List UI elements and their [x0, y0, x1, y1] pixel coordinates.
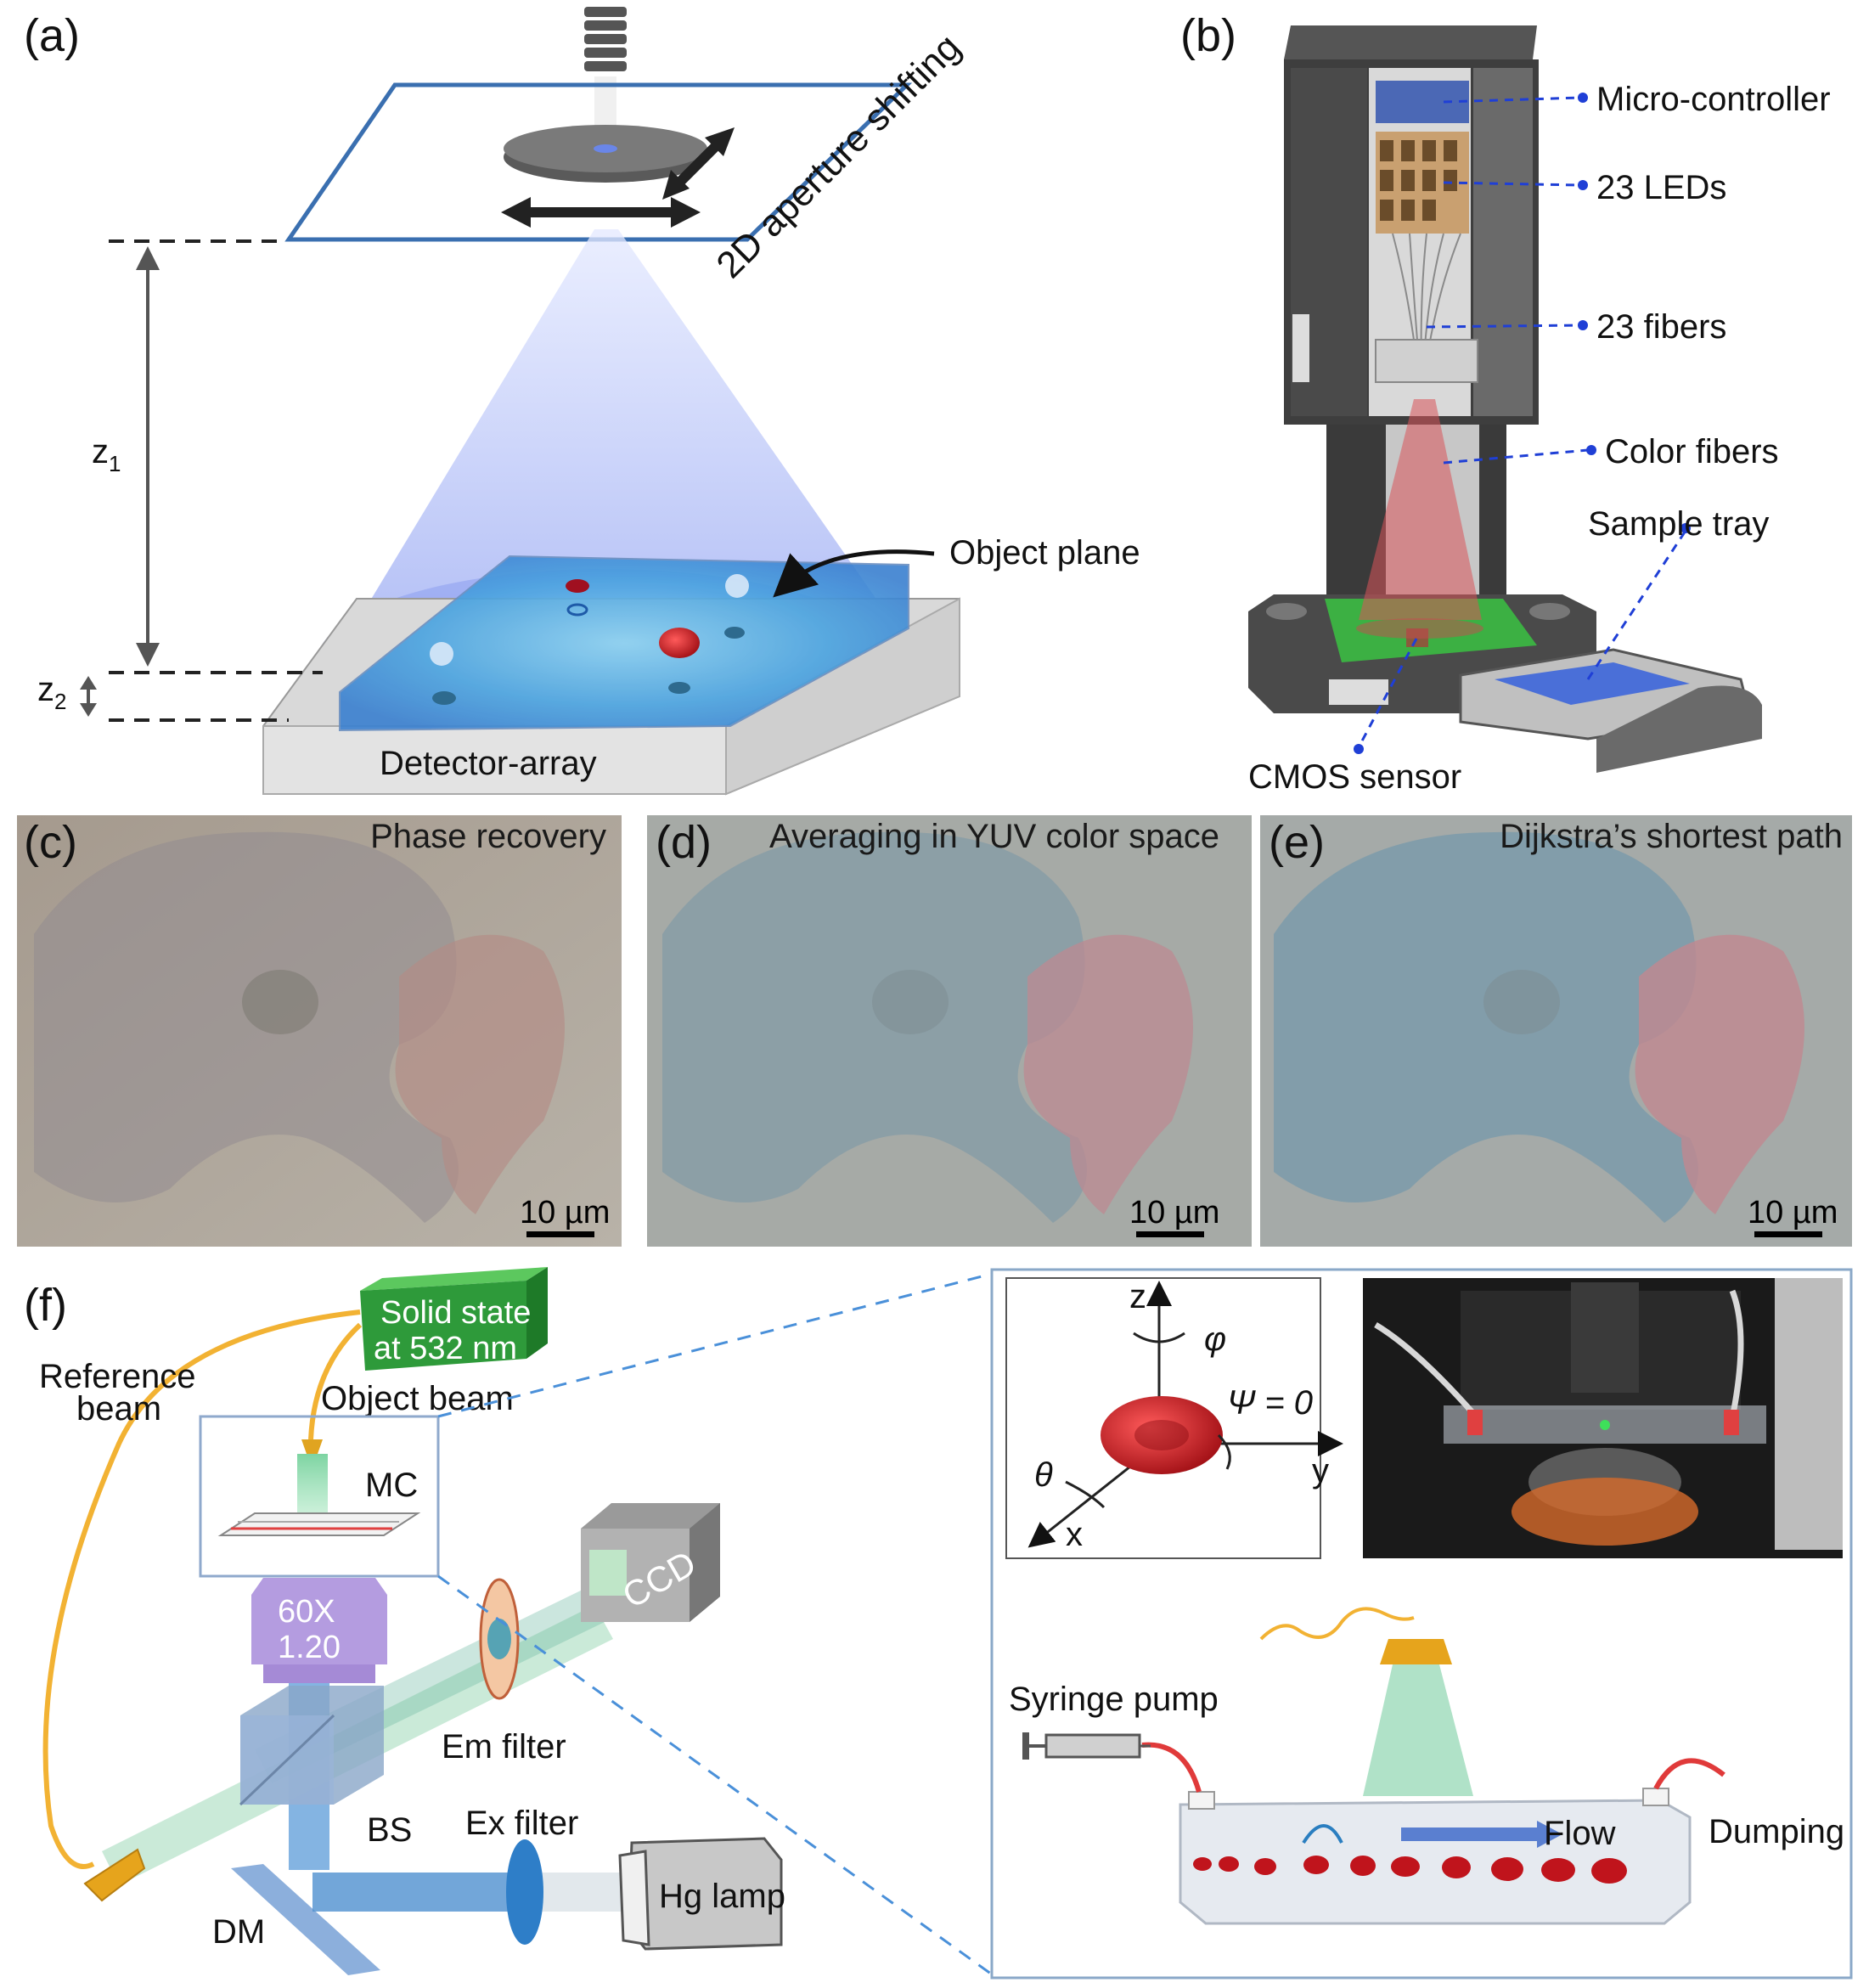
- beam-splitter: [239, 1686, 384, 1806]
- fiber-holder: [1375, 339, 1478, 383]
- object-beam: [297, 1454, 328, 1513]
- reference-label-2: beam: [76, 1390, 161, 1428]
- panel-f: (f) Solid state at 532 nm Reference beam…: [24, 1267, 1853, 1980]
- object-fiber: [308, 1322, 363, 1440]
- object-fiber-tip: [301, 1439, 323, 1454]
- light-source-stack: [584, 7, 627, 136]
- panel-a-label: (a): [24, 10, 80, 61]
- mc-box: [199, 1415, 440, 1578]
- dumping-label: Dumping: [1709, 1813, 1844, 1850]
- sample-tray-label: Sample tray: [1588, 505, 1769, 543]
- panel-f-label: (f): [24, 1280, 67, 1331]
- z2-arrow: [80, 676, 97, 717]
- z1-arrow: [136, 246, 160, 667]
- panel-b-label: (b): [1180, 10, 1236, 61]
- cmos-label: CMOS sensor: [1248, 758, 1461, 796]
- syringe-label: Syringe pump: [1009, 1681, 1219, 1718]
- flow-channel: [1141, 1607, 1725, 1925]
- ccd-camera: CCD: [581, 1503, 720, 1622]
- panel-d-scale-bar: [1136, 1231, 1204, 1237]
- panel-c-label: (c): [24, 817, 77, 868]
- objective-na: 1.20: [278, 1630, 341, 1665]
- object-beam-label: Object beam: [321, 1380, 514, 1417]
- panel-e-label: (e): [1269, 817, 1325, 868]
- hg-lamp-label: Hg lamp: [659, 1878, 785, 1915]
- panel-c: Phase recovery (c) 10 µm: [17, 815, 622, 1247]
- panel-c-scale-text: 10 µm: [520, 1195, 610, 1231]
- panel-d-label: (d): [656, 817, 712, 868]
- shift-arrow-horizontal: [501, 197, 701, 228]
- aperture-plane: [284, 82, 913, 242]
- micro-controller-label: Micro-controller: [1596, 81, 1831, 118]
- panel-e-scale-text: 10 µm: [1748, 1195, 1838, 1231]
- bs-label: BS: [367, 1811, 412, 1849]
- panel-c-scale-bar: [526, 1231, 594, 1237]
- phi-label: φ: [1204, 1321, 1226, 1358]
- axis-x-label: x: [1066, 1516, 1083, 1553]
- laser-source: Solid state at 532 nm: [360, 1267, 548, 1371]
- aperture-shifting-label: 2D aperture shifting: [708, 26, 968, 286]
- laser-line2: at 532 nm: [374, 1331, 517, 1366]
- ex-filter: [506, 1839, 543, 1945]
- leds-label: 23 LEDs: [1596, 169, 1726, 206]
- microchannel-chip: [217, 1512, 421, 1536]
- color-fibers-label: Color fibers: [1605, 433, 1779, 470]
- object-plane-label: Object plane: [949, 534, 1140, 572]
- flowing-rbcs: [1193, 1856, 1627, 1884]
- shift-arrow-diagonal: [662, 127, 735, 200]
- psi-label: Ψ = 0: [1227, 1384, 1313, 1422]
- micro-controller-board: [1376, 81, 1469, 123]
- axis-z-label: z: [1129, 1278, 1146, 1315]
- dm-label: DM: [212, 1913, 265, 1951]
- flow-label: Flow: [1544, 1815, 1616, 1852]
- panel-c-title: Phase recovery: [370, 818, 606, 855]
- panel-e-scale-bar: [1754, 1231, 1822, 1237]
- color-light-cone: [1359, 399, 1482, 620]
- annotation-leaders: [1357, 96, 1687, 748]
- hg-lamp: [618, 1837, 783, 1951]
- panel-d-scale-text: 10 µm: [1129, 1195, 1219, 1231]
- reference-coupler: [83, 1848, 146, 1902]
- theta-label: θ: [1034, 1456, 1053, 1494]
- panel-a: (a) 2D aperture shifting: [24, 7, 1140, 796]
- em-filter-label: Em filter: [442, 1728, 566, 1766]
- object-plane-arrow: [773, 549, 935, 598]
- ex-filter-label: Ex filter: [465, 1805, 578, 1842]
- horizontal-beam: [312, 1873, 525, 1912]
- sample-tray: [1459, 648, 1762, 773]
- syringe-pump: [1022, 1732, 1151, 1760]
- object-slide: [339, 555, 909, 732]
- mc-label: MC: [365, 1467, 418, 1504]
- dichroic-mirror: [231, 1864, 380, 1975]
- reference-label-1: Reference: [39, 1358, 196, 1395]
- fibers-label: 23 fibers: [1596, 308, 1726, 346]
- zoom-line-bottom: [437, 1574, 993, 1976]
- detector-array-label: Detector-array: [380, 745, 597, 782]
- z2-label: z2: [37, 671, 66, 714]
- reference-fiber: [42, 1309, 361, 1869]
- panel-b: (b): [1180, 10, 1831, 796]
- zoom-line-top: [437, 1272, 993, 1418]
- rbc-cell: [1101, 1396, 1223, 1474]
- z1-label: z1: [92, 433, 121, 476]
- panel-e: Dijkstra’s shortest path (e) 10 µm: [1260, 815, 1852, 1247]
- objective-lens: 60X 1.20: [251, 1578, 387, 1683]
- panel-e-title: Dijkstra’s shortest path: [1500, 818, 1843, 855]
- panel-d-title: Averaging in YUV color space: [769, 818, 1219, 855]
- laser-line1: Solid state: [380, 1295, 531, 1331]
- objective-mag: 60X: [278, 1594, 335, 1630]
- panel-d: Averaging in YUV color space (d) 10 µm: [647, 815, 1252, 1247]
- axis-y-label: y: [1312, 1452, 1329, 1490]
